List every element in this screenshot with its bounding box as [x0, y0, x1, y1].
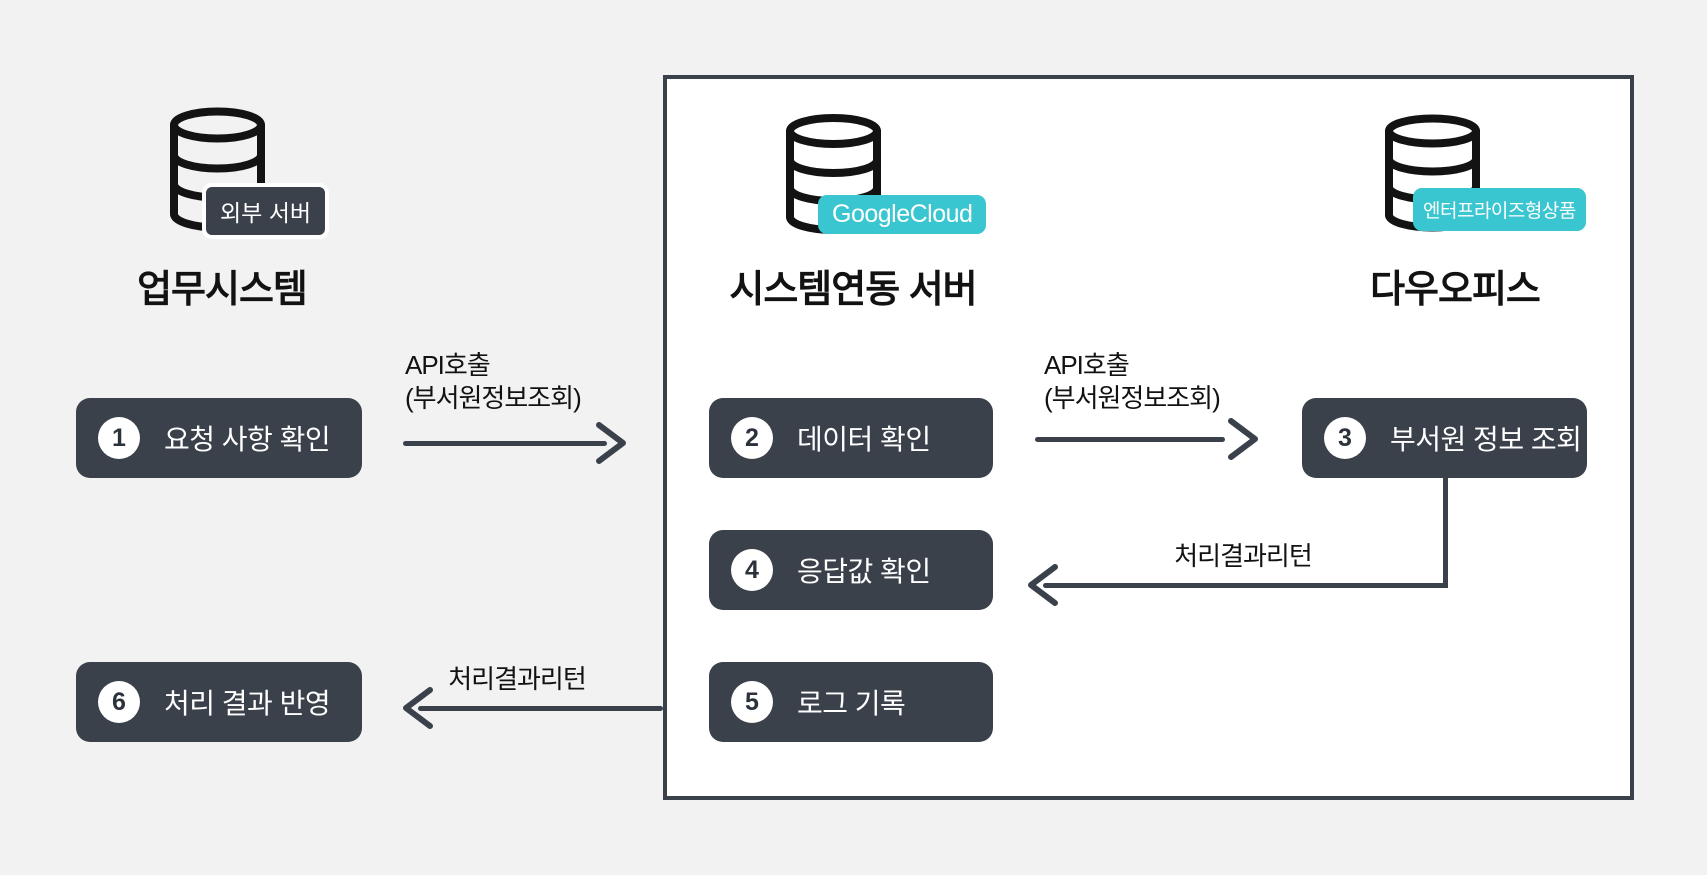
arrow-label-api-call-2: API호출 (부서원정보조회) [1044, 350, 1221, 413]
arrow-line-2 [1035, 437, 1225, 442]
step-box-3: 3 부서원 정보 조회 [1302, 398, 1587, 478]
arrow-label-return-1: 처리결과리턴 [1174, 541, 1313, 571]
google-cloud-badge: GoogleCloud [818, 195, 987, 234]
step-box-2: 2 데이터 확인 [709, 398, 993, 478]
step-number-2: 2 [731, 417, 773, 459]
step-box-1: 1 요청 사항 확인 [76, 398, 362, 478]
step-label-5: 로그 기록 [797, 688, 906, 719]
node-title-daouoffice: 다우오피스 [1370, 269, 1541, 311]
step-number-1: 1 [98, 417, 140, 459]
step-label-6: 처리 결과 반영 [164, 688, 331, 719]
arrow-label-return-2: 처리결과리턴 [448, 664, 587, 694]
step-label-1: 요청 사항 확인 [164, 424, 331, 455]
arrow-line-1 [403, 441, 607, 446]
node-title-business-system: 업무시스템 [137, 269, 308, 311]
step-number-5: 5 [731, 681, 773, 723]
step-label-2: 데이터 확인 [797, 424, 931, 455]
arrow-head-left-4 [403, 687, 433, 729]
arrow-line-3 [1043, 583, 1448, 588]
enterprise-product-badge: 엔터프라이즈형상품 [1413, 188, 1586, 231]
step-label-3: 부서원 정보 조회 [1390, 424, 1582, 455]
step-box-5: 5 로그 기록 [709, 662, 993, 742]
arrow-head-left-3 [1028, 564, 1058, 606]
step-number-4: 4 [731, 549, 773, 591]
step-box-4: 4 응답값 확인 [709, 530, 993, 610]
arrow-label-api-call-1: API호출 (부서원정보조회) [405, 350, 582, 413]
arrow-elbow-vertical-3 [1443, 478, 1448, 588]
step-number-3: 3 [1324, 417, 1366, 459]
node-title-integration-server: 시스템연동 서버 [729, 269, 977, 311]
step-box-6: 6 처리 결과 반영 [76, 662, 362, 742]
arrow-line-4 [418, 706, 663, 711]
step-label-4: 응답값 확인 [797, 556, 931, 587]
step-number-6: 6 [98, 681, 140, 723]
external-server-badge: 외부 서버 [202, 183, 330, 239]
arrow-head-right-1 [596, 422, 626, 464]
arrow-head-right-2 [1228, 418, 1258, 460]
